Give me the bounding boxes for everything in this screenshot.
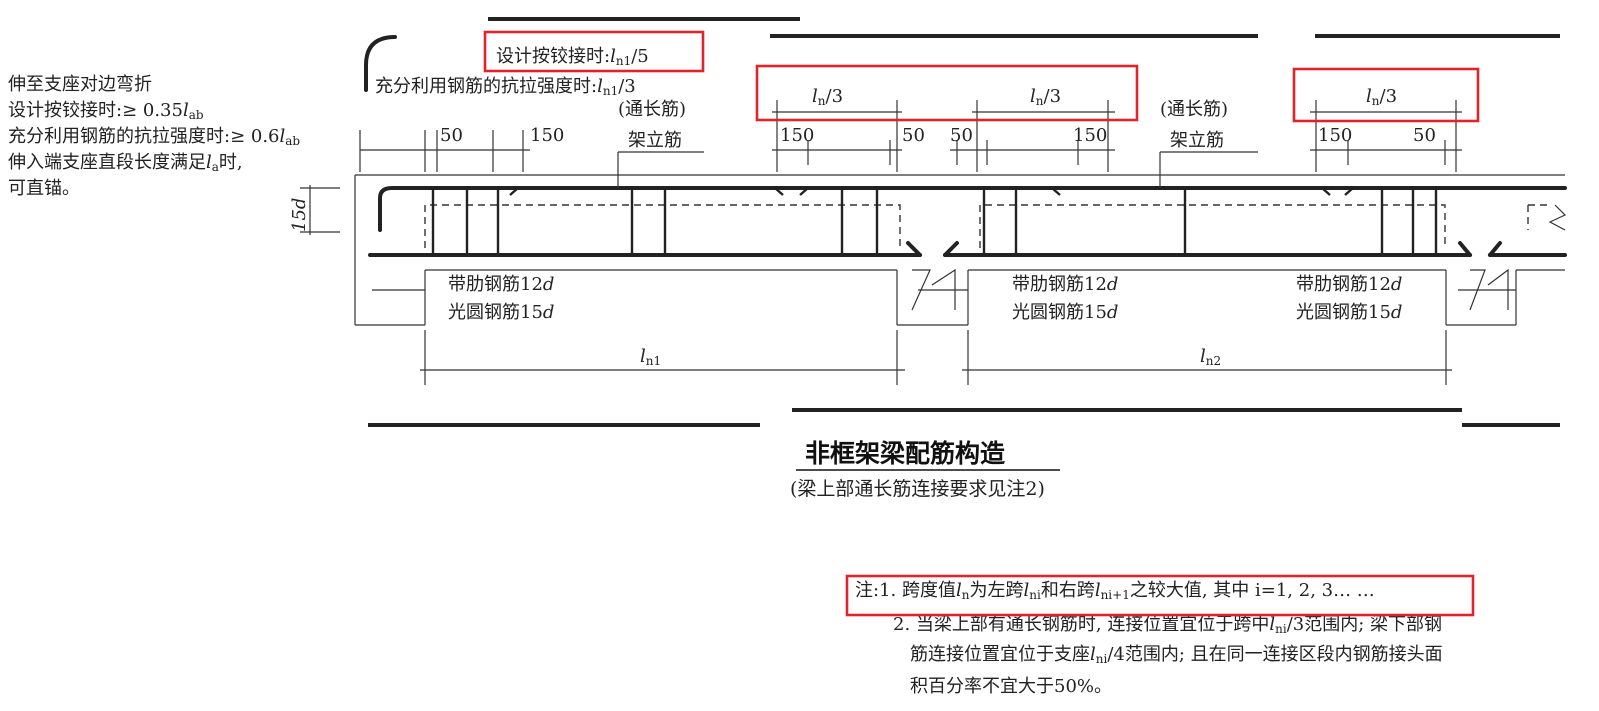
- plain-bar-label-1: 光圆钢筋15d: [448, 302, 554, 323]
- erection-bar-dashed: [424, 204, 1548, 248]
- diagram-subtitle: (梁上部通长筋连接要求见注2): [790, 478, 1045, 500]
- erection-bar-label-2: 架立筋: [1170, 130, 1224, 151]
- svg-text:伸入端支座直段长度满足la时,: 伸入端支座直段长度满足la时,: [8, 152, 243, 174]
- footnotes: 注:1. 跨度值ln为左跨lni和右跨lni+1之较大值, 其中 i=1, 2,…: [855, 580, 1443, 697]
- fifteen-d-label: 15d: [289, 198, 310, 232]
- ribbed-bar-label-2: 带肋钢筋12d: [1012, 274, 1118, 295]
- highlight-span1-ln3: [755, 64, 1139, 122]
- left-note-1: 伸至支座对边弯折: [8, 74, 152, 95]
- bar-labels: (通长筋) 架立筋 (通长筋) 架立筋 带肋钢筋12d 光圆钢筋15d 带肋钢筋…: [289, 99, 1402, 323]
- ribbed-bar-label-1: 带肋钢筋12d: [448, 274, 554, 295]
- top-border-lines: [488, 17, 1560, 38]
- beam-outline: [354, 174, 1567, 326]
- left-note-2: 设计按铰接时:≥ 0.35: [8, 100, 183, 121]
- support-details: [911, 268, 1509, 311]
- bottom-border-lines: [368, 408, 1560, 427]
- dim-50-span2: 50: [950, 125, 973, 146]
- through-bar-label-2: (通长筋): [1160, 99, 1228, 120]
- diagram-title: 非框架梁配筋构造: [805, 439, 1005, 468]
- left-note-4: 伸入端支座直段长度满足: [8, 152, 206, 173]
- dim-150-span1: 150: [780, 125, 814, 146]
- dim-ln1: ln1: [640, 346, 661, 368]
- dim-ln2: ln2: [1200, 346, 1221, 368]
- highlight-note-1: [845, 574, 1475, 617]
- top-notes: 设计按铰接时:ln1/5 充分利用钢筋的抗拉强度时:ln1/3: [375, 46, 649, 98]
- full-strength-note: 充分利用钢筋的抗拉强度时:ln1/3: [375, 76, 636, 98]
- dim-150-span2: 150: [1073, 125, 1107, 146]
- dim-150-span2b: 150: [1318, 125, 1352, 146]
- plain-bar-label-2: 光圆钢筋15d: [1012, 302, 1118, 323]
- left-note-5: 可直锚。: [8, 178, 80, 199]
- note-2-line-1: 2. 当梁上部有通长钢筋时, 连接位置宜位于跨中lni/3范围内; 梁下部钢: [893, 614, 1442, 636]
- through-bar-label-1: (通长筋): [618, 99, 686, 120]
- highlight-hinged-note: [483, 30, 705, 73]
- dim-ln3-1: ln/3: [812, 86, 843, 108]
- ribbed-bar-label-3: 带肋钢筋12d: [1296, 274, 1402, 295]
- svg-text:设计按铰接时:≥ 0.35lab: 设计按铰接时:≥ 0.35lab: [8, 100, 204, 122]
- erection-bar-label-1: 架立筋: [628, 130, 682, 151]
- note-2-line-3: 积百分率不宜大于50%。: [910, 676, 1112, 697]
- left-note-3: 充分利用钢筋的抗拉强度时:≥ 0.6: [8, 126, 280, 147]
- svg-text:充分利用钢筋的抗拉强度时:≥ 0.6lab: 充分利用钢筋的抗拉强度时:≥ 0.6lab: [8, 126, 300, 148]
- left-notes: 伸至支座对边弯折 设计按铰接时:≥ 0.35lab 充分利用钢筋的抗拉强度时:≥…: [8, 74, 300, 199]
- highlight-boxes: [483, 30, 1480, 617]
- highlight-span2-ln3: [1292, 67, 1480, 123]
- dimension-lines: [300, 100, 1516, 385]
- bottom-longitudinal-bars: [368, 241, 1567, 257]
- plain-bar-label-3: 光圆钢筋15d: [1296, 302, 1402, 323]
- top-longitudinal-bar: [378, 186, 1567, 232]
- dim-50-span2b: 50: [1413, 125, 1436, 146]
- dim-ln3-3: ln/3: [1366, 86, 1397, 108]
- dim-50-span1: 50: [902, 125, 925, 146]
- stirrups: [431, 187, 1438, 255]
- dim-50-left: 50: [440, 125, 463, 146]
- hinged-note: 设计按铰接时:ln1/5: [496, 46, 649, 68]
- left-end-hook: [364, 35, 397, 92]
- note-1: 注:1. 跨度值ln为左跨lni和右跨lni+1之较大值, 其中 i=1, 2,…: [855, 580, 1375, 602]
- dim-150-left: 150: [530, 125, 564, 146]
- note-2-line-2: 筋连接位置宜位于支座lni/4范围内; 且在同一连接区段内钢筋接头面: [910, 644, 1443, 666]
- dimension-texts: 50 150 150 50 50 150 150 50 ln/3 ln/3 ln…: [440, 86, 1436, 368]
- dim-ln3-2: ln/3: [1030, 86, 1061, 108]
